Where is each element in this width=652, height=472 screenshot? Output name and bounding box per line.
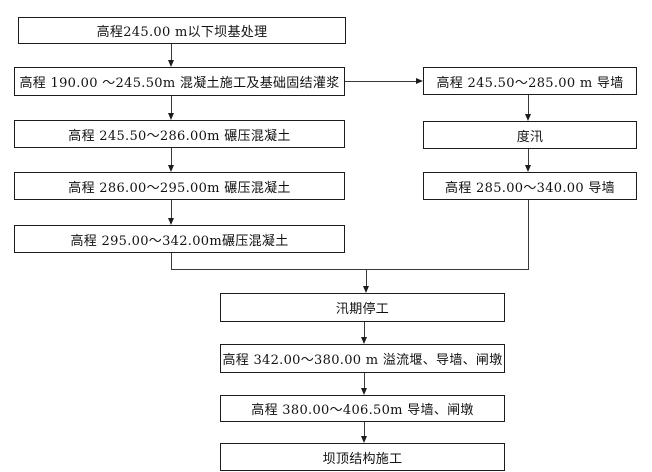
- arrowhead-down-icon: [168, 218, 174, 225]
- node-flood-season-shutdown: 汛期停工: [220, 293, 505, 322]
- connector-rcc1-rcc2: [171, 148, 172, 165]
- node-dam-crest-structure: 坝顶结构施工: [220, 443, 505, 471]
- node-guidewall-285-340: 高程 285.00～340.00 导墙: [423, 172, 637, 200]
- arrowhead-down-icon: [168, 60, 174, 67]
- connector-rcc3-to-merge: [171, 253, 172, 270]
- node-rcc-295-342: 高程 295.00～342.00m碾压混凝土: [14, 225, 345, 253]
- connector-foundation-grouting: [171, 44, 172, 60]
- node-concrete-and-grouting: 高程 190.00 ～245.50m 混凝土施工及基础固结灌浆: [14, 67, 345, 96]
- connector-guidewall2-to-merge: [528, 200, 529, 270]
- connector-grouting-guidewall1: [345, 81, 416, 82]
- arrowhead-down-icon: [361, 388, 367, 395]
- connector-flood-guidewall2: [528, 149, 529, 165]
- arrowhead-down-icon: [361, 436, 367, 443]
- arrowhead-down-icon: [168, 113, 174, 120]
- node-flood-passing: 度汛: [423, 121, 637, 149]
- node-rcc-286-295: 高程 286.00～295.00m 碾压混凝土: [14, 172, 345, 200]
- node-dam-foundation-treatment: 高程245.00 m以下坝基处理: [18, 17, 346, 44]
- arrowhead-down-icon: [168, 165, 174, 172]
- connector-weir-guidewall3: [364, 373, 365, 388]
- node-rcc-245-286: 高程 245.50～286.00m 碾压混凝土: [14, 120, 345, 148]
- arrowhead-down-icon: [361, 337, 367, 344]
- arrowhead-down-icon: [525, 114, 531, 121]
- node-overflow-weir-342-380: 高程 342.00～380.00 m 溢流堰、导墙、闸墩: [220, 344, 505, 373]
- connector-rcc2-rcc3: [171, 200, 172, 218]
- connector-merge-horizontal: [171, 269, 529, 270]
- node-guidewall-245-285: 高程 245.50～285.00 m 导墙: [423, 67, 637, 95]
- connector-shutdown-weir: [364, 322, 365, 337]
- connector-merge-shutdown: [366, 270, 367, 286]
- connector-guidewall1-flood: [528, 95, 529, 114]
- connector-guidewall3-crest: [364, 422, 365, 436]
- connector-grouting-rcc1: [171, 96, 172, 113]
- arrowhead-down-icon: [363, 286, 369, 293]
- node-guidewall-380-406: 高程 380.00～406.50m 导墙、闸墩: [220, 395, 505, 422]
- arrowhead-down-icon: [525, 165, 531, 172]
- arrowhead-right-icon: [416, 78, 423, 84]
